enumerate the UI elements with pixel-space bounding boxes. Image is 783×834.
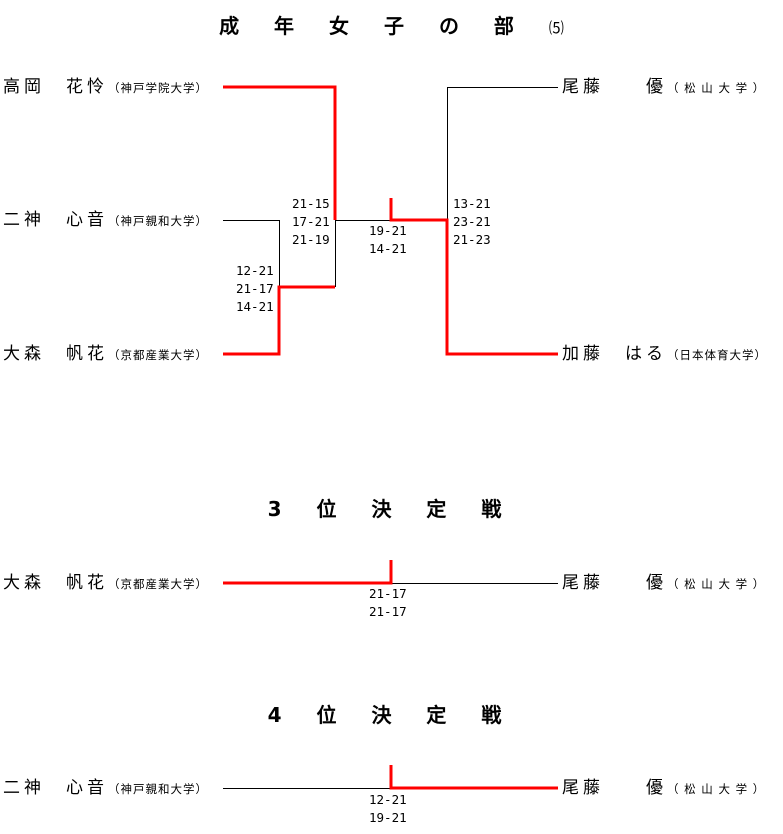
player-left-3: 大森 帆花（京都産業大学）: [3, 344, 208, 364]
third-place-title: 3 位 決 定 戦: [267, 497, 516, 521]
fourth-right-player: 尾藤 優（ 松 山 大 学 ）: [562, 778, 766, 798]
third-left-player: 大森 帆花（京都産業大学）: [3, 573, 208, 593]
third-right-player: 尾藤 優（ 松 山 大 学 ）: [562, 573, 766, 593]
player-right-1: 尾藤 優（ 松 山 大 学 ）: [562, 77, 766, 97]
fourth-place-title: 4 位 決 定 戦: [267, 703, 516, 727]
player-right-2: 加藤 はる（日本体育大学）: [562, 344, 767, 364]
player-left-1: 高岡 花怜（神戸学院大学）: [3, 77, 208, 97]
main-title: 成 年 女 子 の 部 ⑸: [219, 14, 564, 38]
player-left-2: 二神 心音（神戸親和大学）: [3, 210, 208, 230]
fourth-left-player: 二神 心音（神戸親和大学）: [3, 778, 208, 798]
